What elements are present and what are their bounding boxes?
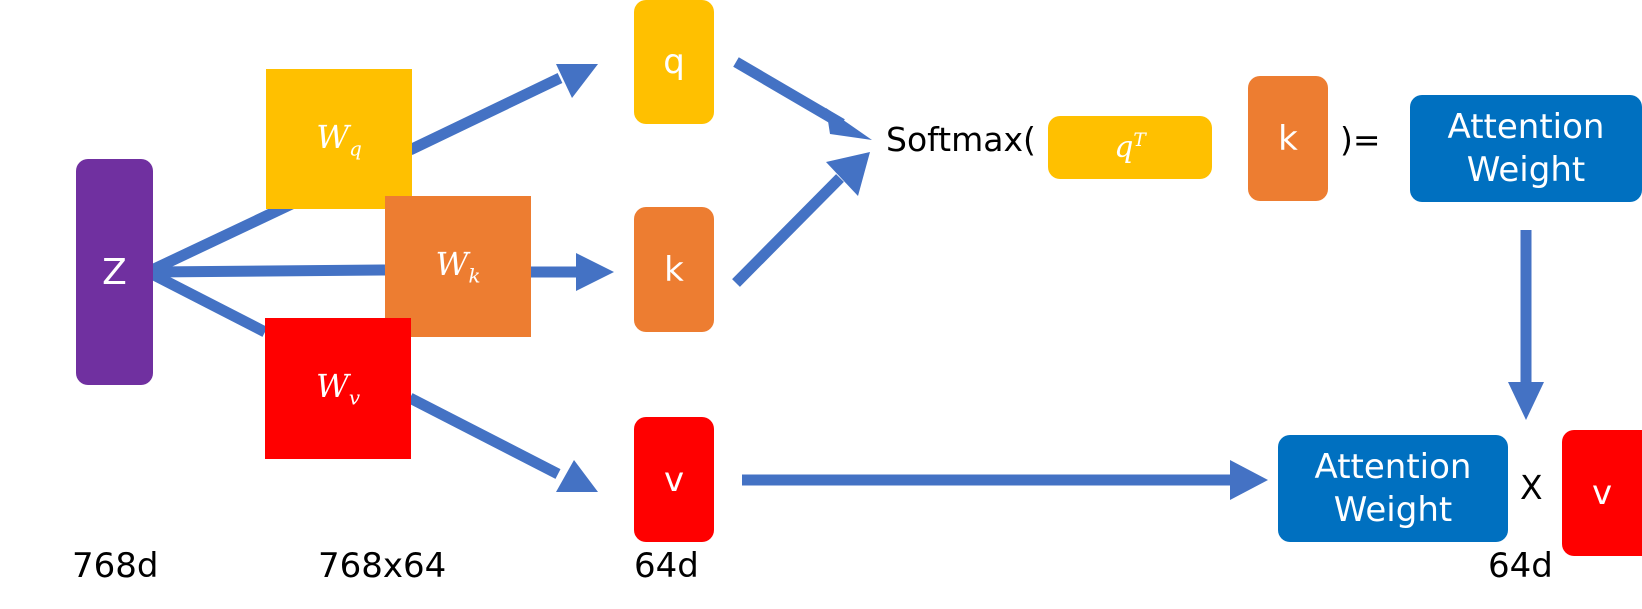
wv-matrix-box: Wv — [265, 318, 411, 459]
v-output-box: v — [1562, 430, 1642, 556]
z-input-box: Z — [76, 159, 153, 385]
wq-to-q-line — [407, 73, 563, 155]
softmax-prefix: Softmax( — [886, 120, 1036, 159]
wk-matrix-box: Wk — [385, 196, 531, 337]
wk-label: Wk — [435, 245, 481, 288]
wq-matrix-box: Wq — [266, 69, 412, 209]
arrowhead-down — [1508, 382, 1544, 420]
z-to-wq-line — [149, 195, 303, 275]
k-to-softmax-line — [732, 174, 844, 287]
v-label: v — [663, 459, 685, 500]
qt-label: qT — [1114, 130, 1146, 165]
q-vector-box: q — [634, 0, 714, 124]
arrowhead-softmax-top — [826, 108, 872, 140]
softmax-suffix: )= — [1340, 120, 1381, 159]
vectors-dim-label: 64d — [634, 546, 699, 586]
q-label: q — [663, 42, 685, 82]
output-dim-label: 64d — [1488, 546, 1553, 586]
arrowhead-q — [556, 64, 598, 98]
z-to-wk-line — [151, 264, 386, 278]
attention-weight-output-box: Attention Weight — [1278, 435, 1508, 542]
qt-box: qT — [1048, 116, 1212, 179]
wq-label: Wq — [316, 117, 362, 161]
z-dim-label: 768d — [72, 546, 159, 586]
connector-lines — [149, 57, 1532, 486]
arrowhead-k — [576, 253, 614, 291]
k-formula-box: k — [1248, 76, 1328, 201]
arrowhead-v — [556, 460, 598, 492]
attention-weight-result-label: Attention Weight — [1447, 107, 1605, 190]
z-label: Z — [102, 251, 127, 293]
v-output-label: v — [1591, 473, 1613, 513]
wv-to-v-line — [407, 393, 561, 479]
attention-weight-output-label: Attention Weight — [1314, 447, 1472, 530]
arrow-heads — [556, 64, 1544, 500]
q-to-softmax-line — [733, 57, 845, 129]
arrowhead-output — [1230, 460, 1268, 500]
arrowhead-softmax-bottom — [826, 152, 870, 196]
attention-weight-result-box: Attention Weight — [1410, 95, 1642, 202]
v-vector-box: v — [634, 417, 714, 542]
times-symbol: X — [1520, 468, 1543, 507]
k-label: k — [664, 249, 684, 290]
weights-dim-label: 768x64 — [318, 546, 447, 586]
wv-label: Wv — [315, 367, 361, 410]
k-formula-label: k — [1278, 118, 1298, 159]
z-to-wv-line — [149, 269, 268, 337]
k-vector-box: k — [634, 207, 714, 332]
